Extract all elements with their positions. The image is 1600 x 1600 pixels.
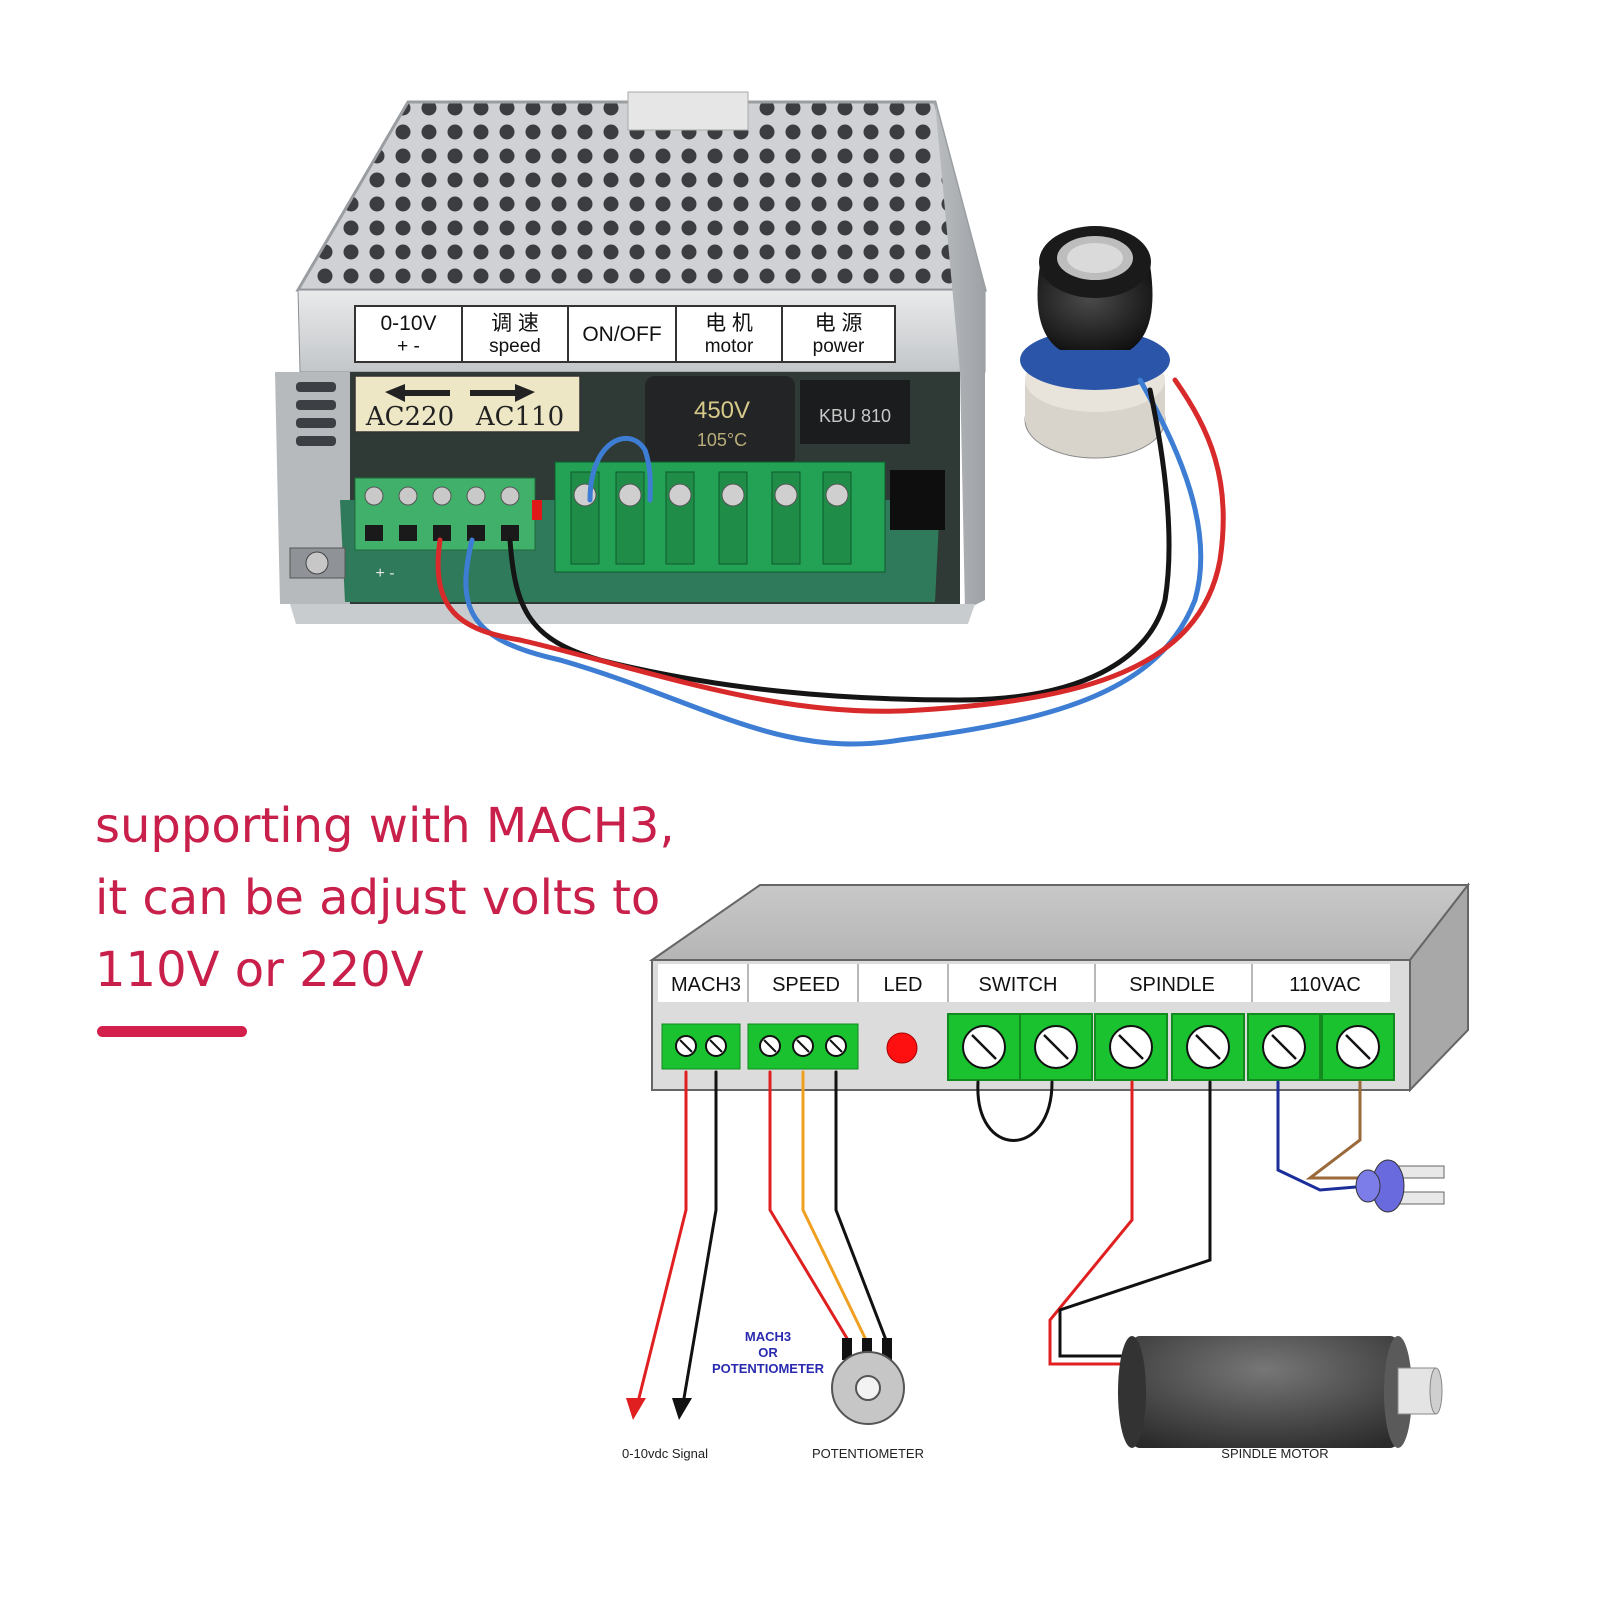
label-cell-top: 0-10V <box>380 312 436 335</box>
label-cell-bottom: motor <box>705 336 754 357</box>
knob-potentiometer <box>1020 226 1170 459</box>
arrow-red-head <box>626 1398 646 1420</box>
headline-line-1: supporting with MACH3, <box>95 798 675 854</box>
section-label-spindle: SPINDLE <box>1129 974 1215 996</box>
bridge-rectifier: KBU 810 <box>800 380 910 444</box>
capacitor: 450V 105°C <box>645 376 795 466</box>
spindle-motor <box>1118 1336 1443 1448</box>
case-right-side <box>935 102 985 610</box>
headline-line-2: it can be adjust volts to <box>95 870 661 926</box>
screw-slot <box>679 1039 693 1053</box>
capacitor-rating: 450V <box>694 397 750 424</box>
wire-ac-brown <box>1305 1080 1370 1180</box>
screw-slot <box>709 1039 723 1053</box>
label-cell-bottom: + - <box>397 336 420 357</box>
screw-slot <box>763 1039 777 1053</box>
wire-spindle-black <box>1058 1080 1212 1358</box>
voltage-right-label: AC110 <box>475 402 564 432</box>
photo-wire-black <box>507 387 1172 703</box>
photo-wire-blue-jumper <box>587 436 653 503</box>
voltage-selector-sticker: AC220 AC110 <box>354 375 581 433</box>
diagram-potentiometer <box>831 1338 905 1425</box>
wire-speed-red <box>768 1070 850 1342</box>
small-terminal-block: + - <box>354 477 536 582</box>
bridge-label: KBU 810 <box>819 406 891 426</box>
wire-mach3-black <box>680 1070 718 1412</box>
big-screw-slot <box>1271 1034 1297 1060</box>
photo-terminal-slot <box>570 471 600 565</box>
wire-ac-navy <box>1276 1080 1370 1192</box>
speed-terminal <box>747 1023 859 1070</box>
photo-led <box>532 500 542 520</box>
big-screw-slot <box>1118 1034 1144 1060</box>
wire-spindle-red <box>1048 1080 1134 1366</box>
wiring-diagram: MACH3 SPEED LED SWITCH SPINDLE 110VAC <box>622 882 1471 1461</box>
screw-slot <box>796 1039 810 1053</box>
diagram-led <box>886 1032 918 1064</box>
photo-terminal-screw <box>721 483 745 507</box>
photo-wire-red <box>435 377 1226 714</box>
label-cell-top: 电 机 <box>705 312 753 335</box>
left-wall-vents <box>296 382 336 446</box>
arrow-black-head <box>672 1398 692 1420</box>
voltage-left-label: AC220 <box>365 402 454 432</box>
signal-label: 0-10vdc Signal <box>622 1446 708 1461</box>
power-plug <box>1355 1159 1445 1213</box>
ground-screw <box>289 547 346 579</box>
wire-switch-jumper <box>976 1080 1054 1142</box>
case-base-plate <box>290 604 975 624</box>
photo-terminal-screw <box>825 483 849 507</box>
section-label-speed: SPEED <box>772 974 840 996</box>
label-cell-top: ON/OFF <box>582 323 661 346</box>
big-screw-slot <box>971 1034 997 1060</box>
headline-underline <box>97 1026 247 1037</box>
wire-speed-black <box>834 1070 888 1342</box>
label-cell-top: 电 源 <box>815 312 863 335</box>
section-label-switch: SWITCH <box>979 974 1058 996</box>
section-label-led: LED <box>884 974 923 996</box>
photo-wires <box>435 377 1226 747</box>
side-component <box>890 470 945 530</box>
wire-speed-orange <box>801 1070 868 1342</box>
big-screw-slot <box>1195 1034 1221 1060</box>
photo-terminal-screw <box>618 483 642 507</box>
big-screw-slot <box>1043 1034 1069 1060</box>
label-cell-top: 调 速 <box>491 312 539 335</box>
potentiometer-label: POTENTIOMETER <box>812 1446 924 1461</box>
large-terminal-block <box>554 461 886 573</box>
big-screw-slot <box>1345 1034 1371 1060</box>
top-sticker <box>627 91 749 131</box>
big-terminal-row <box>947 1013 1395 1081</box>
headline: supporting with MACH3, it can be adjust … <box>95 790 815 1006</box>
photo-wire-blue <box>463 377 1204 747</box>
pot-note-line-3: POTENTIOMETER <box>712 1361 825 1376</box>
section-label-110vac: 110VAC <box>1289 974 1361 996</box>
mach3-terminal <box>661 1023 741 1070</box>
section-label-mach3: MACH3 <box>671 974 741 996</box>
photo-terminal-screw <box>668 483 692 507</box>
small-terminal-polarity: + - <box>375 565 394 582</box>
headline-line-3: 110V or 220V <box>95 942 424 998</box>
wire-mach3-red <box>634 1070 688 1412</box>
case-left-wall <box>275 372 350 604</box>
diagram-label-row <box>658 964 1390 1002</box>
screw-slot <box>829 1039 843 1053</box>
label-cell-bottom: power <box>813 336 865 357</box>
photo-terminal-screw <box>774 483 798 507</box>
diagram-wires <box>634 1070 1370 1412</box>
label-cell-bottom: speed <box>489 336 541 357</box>
capacitor-temp: 105°C <box>697 430 747 450</box>
spindle-motor-label: SPINDLE MOTOR <box>1221 1446 1328 1461</box>
pot-note-line-2: OR <box>758 1345 778 1360</box>
pot-note-line-1: MACH3 <box>745 1329 791 1344</box>
